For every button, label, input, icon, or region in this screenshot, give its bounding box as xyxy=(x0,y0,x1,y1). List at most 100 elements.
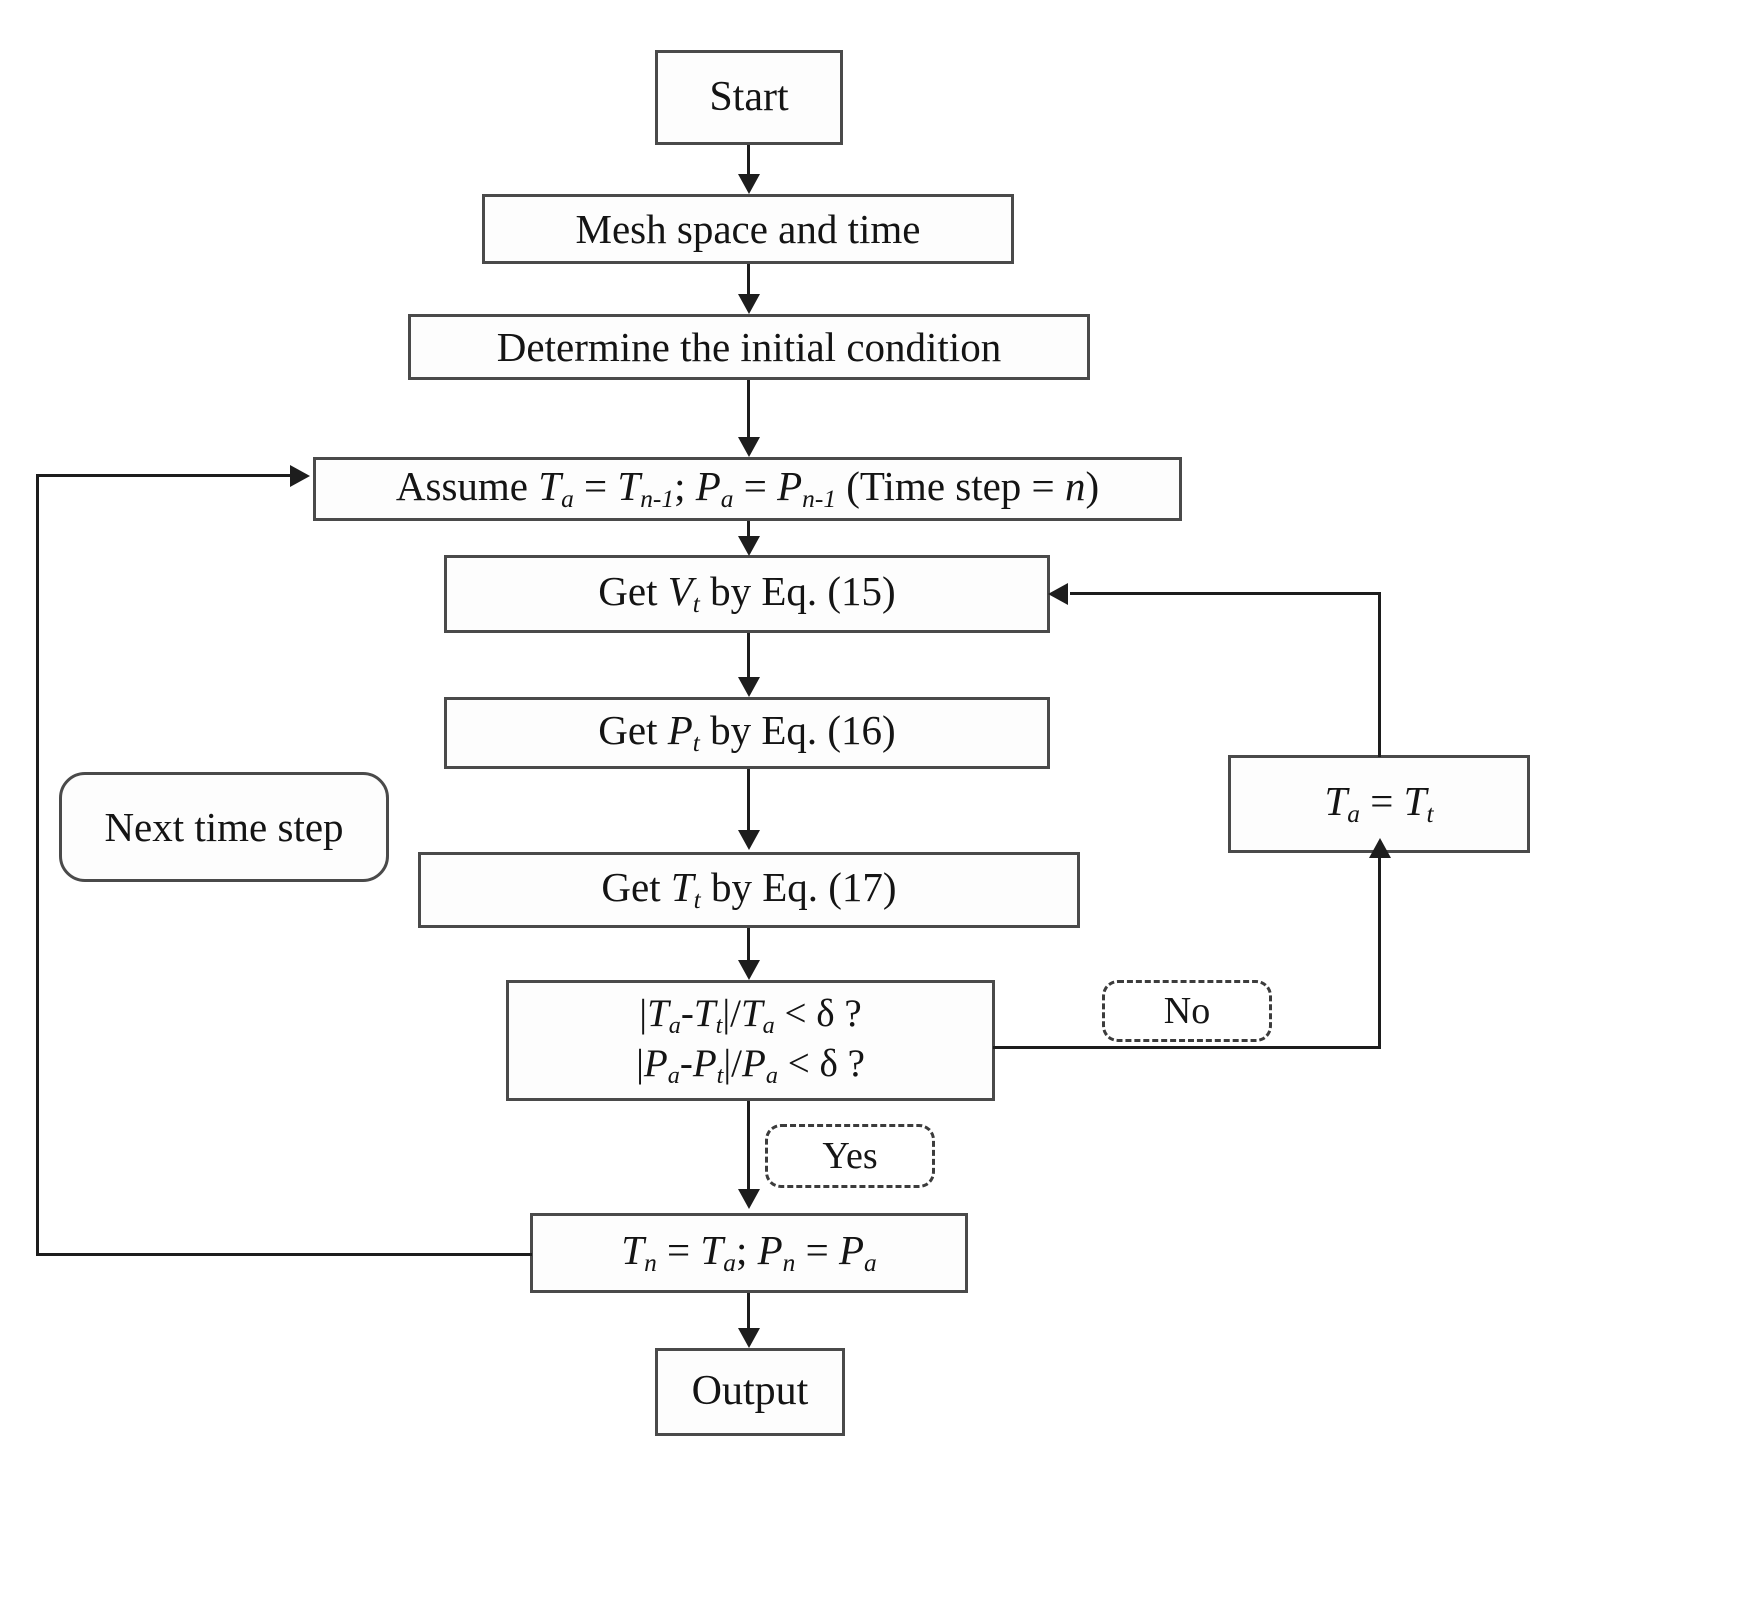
conv2-comparison: < δ ? xyxy=(777,1041,865,1085)
edge-initial-to-assume xyxy=(747,380,750,438)
edge-label-yes-text: Yes xyxy=(822,1135,878,1177)
edge-loop-arrow-into-assume xyxy=(290,465,310,487)
get-v-suffix: by Eq. (15) xyxy=(699,568,896,615)
reassign-var-2: T xyxy=(1403,778,1427,825)
edge-yes-vertical xyxy=(747,1101,750,1190)
edge-loop-vertical-left xyxy=(36,474,39,1255)
commit-sub-4: a xyxy=(864,1249,877,1278)
node-start-label: Start xyxy=(709,73,789,120)
commit-sub-2: a xyxy=(723,1249,736,1278)
assume-eq-2: = xyxy=(733,463,778,510)
edge-gett-to-decision xyxy=(747,928,750,962)
node-get-p-label: Get Pt by Eq. (16) xyxy=(588,706,905,759)
commit-var-4: P xyxy=(838,1227,865,1274)
conv2-var-1: P xyxy=(643,1041,668,1085)
edge-label-no-text: No xyxy=(1163,990,1211,1032)
assume-sub-3: a xyxy=(720,485,734,514)
node-get-p[interactable]: Get Pt by Eq. (16) xyxy=(444,697,1050,769)
node-initial-label: Determine the initial condition xyxy=(496,323,1002,370)
node-start[interactable]: Start xyxy=(655,50,843,145)
conv1-minus: - xyxy=(680,992,694,1036)
conv1-sub-2: t xyxy=(715,1011,723,1039)
assume-timestep-var: n xyxy=(1064,463,1086,510)
conv1-var-1: T xyxy=(647,992,669,1036)
node-mesh-space-and-time[interactable]: Mesh space and time xyxy=(482,194,1014,264)
node-determine-initial-condition[interactable]: Determine the initial condition xyxy=(408,314,1090,380)
assume-eq-1: = xyxy=(573,463,618,510)
get-t-var: T xyxy=(670,864,694,911)
edge-getv-to-getp xyxy=(747,633,750,678)
reassign-sub-2: t xyxy=(1426,800,1434,829)
conv1-close: |/ xyxy=(722,992,741,1036)
node-get-t[interactable]: Get Tt by Eq. (17) xyxy=(418,852,1080,928)
assume-var-4: P xyxy=(777,463,803,510)
edge-reassign-arrow-into-getv xyxy=(1048,583,1068,605)
assume-prefix: Assume xyxy=(395,463,539,510)
assume-suffix-open: (Time step = xyxy=(836,463,1065,510)
assume-separator: ; xyxy=(674,463,696,510)
get-p-prefix: Get xyxy=(598,707,668,754)
edge-loop-horizontal-bottom xyxy=(36,1253,532,1256)
conv1-var-2: T xyxy=(693,992,716,1036)
conv2-minus: - xyxy=(679,1041,693,1085)
conv1-sub-3: a xyxy=(762,1011,775,1039)
conv2-open: | xyxy=(636,1041,644,1085)
conv2-sub-2: t xyxy=(716,1061,724,1089)
edge-start-to-mesh xyxy=(747,145,750,178)
conv2-sub-1: a xyxy=(667,1061,680,1089)
conv2-close: |/ xyxy=(723,1041,743,1085)
node-commit-label: Tn = Ta; Pn = Pa xyxy=(611,1226,886,1279)
get-t-sub: t xyxy=(693,886,701,915)
edge-yes-arrow xyxy=(738,1189,760,1209)
convergence-line-2: |Pa-Pt|/Pa < δ ? xyxy=(636,1041,865,1090)
edge-no-horizontal xyxy=(993,1046,1381,1049)
assume-var-1: T xyxy=(538,463,562,510)
assume-sub-1: a xyxy=(561,485,574,514)
conv2-var-2: P xyxy=(692,1041,717,1085)
edge-no-vertical-up xyxy=(1378,857,1381,1048)
assume-sub-4: n-1 xyxy=(802,485,837,514)
convergence-line-1: |Ta-Tt|/Ta < δ ? xyxy=(636,991,865,1040)
edge-mesh-to-initial-arrow xyxy=(738,294,760,314)
commit-var-2: T xyxy=(700,1227,724,1274)
reassign-sub-1: a xyxy=(1347,800,1360,829)
get-p-suffix: by Eq. (16) xyxy=(699,707,896,754)
node-next-time-step[interactable]: Next time step xyxy=(59,772,389,882)
node-convergence-check[interactable]: |Ta-Tt|/Ta < δ ? |Pa-Pt|/Pa < δ ? xyxy=(506,980,995,1101)
commit-sub-1: n xyxy=(644,1249,657,1278)
commit-var-1: T xyxy=(621,1227,645,1274)
commit-var-3: P xyxy=(757,1227,783,1274)
node-convergence-text: |Ta-Tt|/Ta < δ ? |Pa-Pt|/Pa < δ ? xyxy=(626,991,875,1090)
conv2-var-3: P xyxy=(742,1041,766,1085)
edge-commit-to-output-arrow xyxy=(738,1328,760,1348)
conv1-open: | xyxy=(639,992,648,1036)
edge-getp-to-gett xyxy=(747,769,750,831)
node-commit-values[interactable]: Tn = Ta; Pn = Pa xyxy=(530,1213,968,1293)
edge-commit-to-output xyxy=(747,1293,750,1330)
commit-eq-2: = xyxy=(795,1227,839,1274)
conv2-sub-3: a xyxy=(765,1061,778,1089)
node-reassign-label: Ta = Tt xyxy=(1314,777,1443,830)
assume-var-2: T xyxy=(617,463,641,510)
edge-loop-horizontal-top xyxy=(36,474,292,477)
get-p-var: P xyxy=(667,707,693,754)
edge-getv-to-getp-arrow xyxy=(738,677,760,697)
commit-eq-1: = xyxy=(656,1227,701,1274)
edge-no-arrow-up xyxy=(1369,838,1391,858)
edge-initial-to-assume-arrow xyxy=(738,437,760,457)
assume-var-3: P xyxy=(695,463,721,510)
node-get-v[interactable]: Get Vt by Eq. (15) xyxy=(444,555,1050,633)
node-get-v-label: Get Vt by Eq. (15) xyxy=(588,567,905,620)
get-t-suffix: by Eq. (17) xyxy=(700,864,897,911)
node-next-time-step-label: Next time step xyxy=(104,803,344,850)
edge-mesh-to-initial xyxy=(747,264,750,296)
get-p-sub: t xyxy=(692,729,700,758)
node-output[interactable]: Output xyxy=(655,1348,845,1436)
assume-sub-2: n-1 xyxy=(640,485,675,514)
assume-suffix-close: ) xyxy=(1085,463,1100,510)
node-assume-previous-step[interactable]: Assume Ta = Tn-1; Pa = Pn-1 (Time step =… xyxy=(313,457,1182,521)
node-mesh-label: Mesh space and time xyxy=(575,205,921,252)
conv1-var-3: T xyxy=(740,992,763,1036)
conv1-comparison: < δ ? xyxy=(774,992,862,1036)
edge-reassign-vertical-up xyxy=(1378,592,1381,757)
